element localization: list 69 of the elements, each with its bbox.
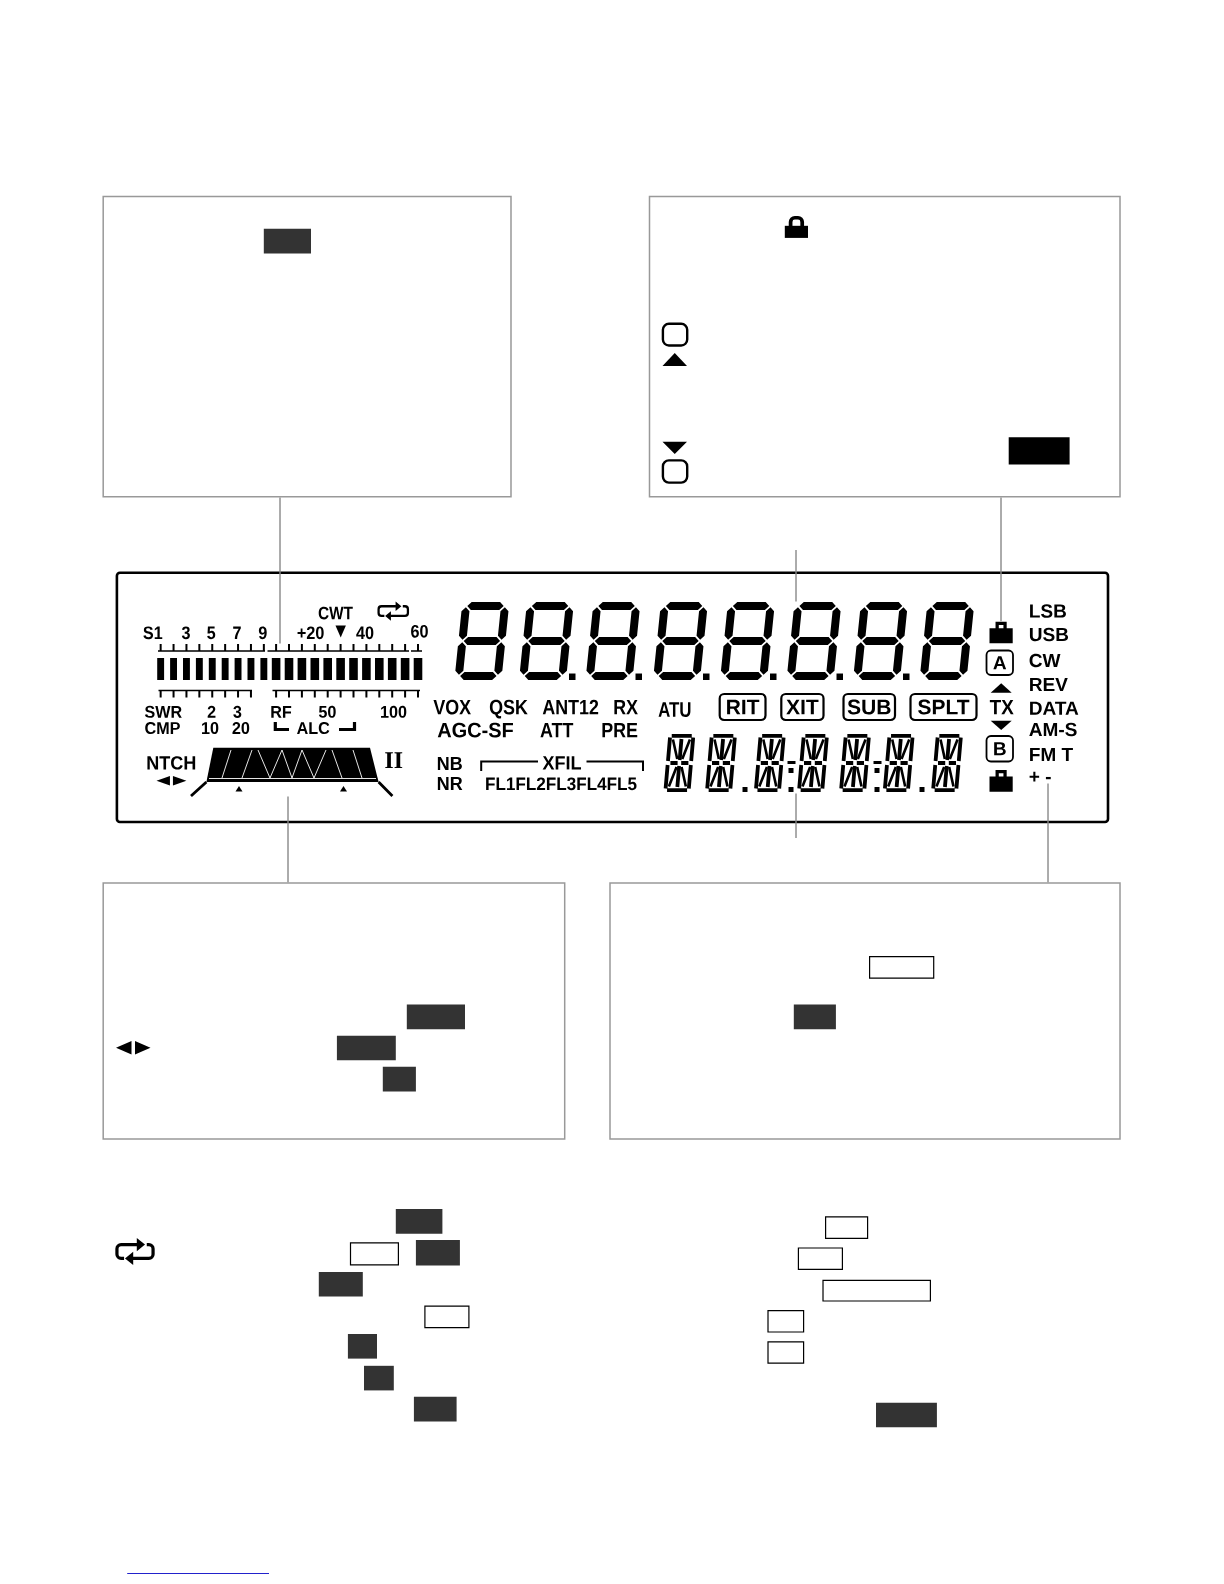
indicator-label: FM T [1030, 747, 1073, 761]
indicator-label: CW [1029, 653, 1061, 668]
indicator-label: FL1FL2FL3FL4FL5 [486, 777, 637, 791]
indicator-label: RX [614, 699, 638, 715]
indicator-label: + - [1029, 771, 1051, 782]
indicator-label: NB [437, 756, 462, 770]
callout-box [609, 882, 1121, 1140]
callout-box [648, 195, 1121, 498]
callout-box [102, 195, 512, 498]
scale-number: +20 [297, 626, 324, 640]
scale-label: RF [271, 706, 292, 718]
alphanumeric-display [663, 734, 963, 792]
scale-number: S1 [143, 626, 163, 640]
boxed-indicator: XIT [780, 692, 825, 722]
leader-line [795, 792, 797, 839]
scale-number: 3 [233, 705, 242, 718]
empty-tag [869, 956, 935, 979]
empty-tag [822, 1279, 931, 1302]
scale-number: 7 [233, 626, 241, 639]
boxed-indicator: RIT [718, 692, 767, 722]
indicator-label: ANT12 [542, 699, 599, 715]
empty-tag [424, 1305, 470, 1329]
indicator-label: NTCH [147, 756, 196, 770]
scale-label: CMP [145, 722, 180, 735]
callout-box [102, 882, 566, 1140]
indicator-label: XFIL [542, 756, 581, 770]
indicator-label: II [385, 752, 403, 768]
indicator-label: LSB [1030, 604, 1066, 618]
scale-number: 100 [381, 705, 407, 718]
scale-number: 40 [356, 626, 374, 640]
empty-tag [797, 1247, 843, 1270]
scale-label: SWR [144, 705, 182, 718]
indicator-label: NR [437, 776, 463, 790]
leader-line [1047, 782, 1049, 883]
indicator-label: ATT [540, 722, 574, 738]
indicator-label: PRE [602, 722, 638, 738]
empty-tag [825, 1216, 869, 1239]
scale-label: ALC [297, 722, 330, 735]
scale-number: 10 [202, 722, 219, 735]
lock-icon [989, 621, 1013, 644]
indicator-label: DATA [1030, 701, 1079, 715]
leader-line [795, 549, 797, 603]
scale-number: 20 [232, 722, 250, 735]
indicator-label: ATU [658, 702, 691, 717]
leader-line [287, 795, 289, 883]
boxed-indicator: A [985, 649, 1014, 676]
empty-tag [349, 1242, 399, 1266]
indicator-label: CWT [318, 606, 353, 620]
indicator-label: REV [1030, 677, 1068, 691]
scale-number: 50 [318, 705, 336, 718]
empty-tag [767, 1341, 805, 1364]
indicator-label: AM-S [1029, 722, 1077, 737]
leader-line [1000, 496, 1002, 622]
scale-number: 2 [207, 705, 216, 718]
boxed-indicator: B [985, 735, 1014, 763]
scale-number: 60 [411, 624, 428, 638]
scale-number: 3 [181, 626, 190, 640]
indicator-label: VOX [433, 699, 471, 715]
indicator-label: USB [1029, 627, 1069, 642]
bar-graph-meter [157, 643, 423, 699]
indicator-label: TX [989, 699, 1014, 715]
boxed-indicator: SPLT [909, 692, 978, 722]
boxed-indicator: SUB [842, 692, 897, 722]
empty-tag [767, 1310, 805, 1333]
indicator-label: QSK [489, 699, 528, 719]
scale-number: 5 [207, 626, 216, 640]
indicator-label: AGC-SF [437, 722, 513, 738]
leader-line [279, 496, 281, 645]
scale-number: 9 [258, 626, 267, 640]
